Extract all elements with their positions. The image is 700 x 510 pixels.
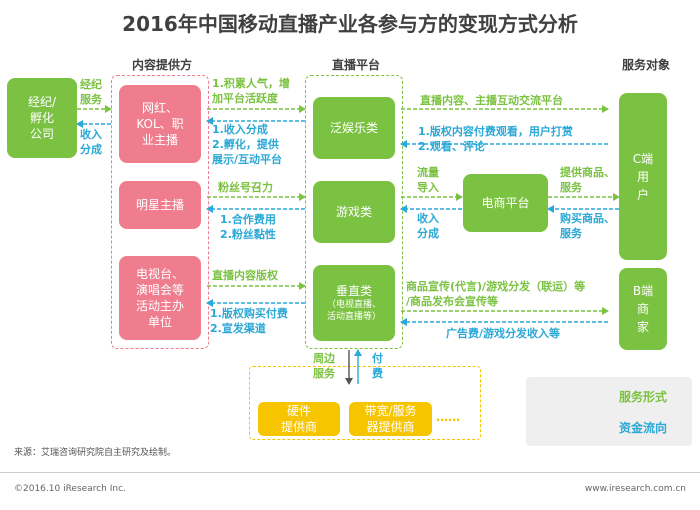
legend-service: 服务形式 <box>619 390 668 404</box>
label-tv-service: 直播内容版权 <box>212 269 278 282</box>
website: www.iresearch.com.cn <box>584 484 686 494</box>
label-influencer-service: 1.积累人气，增 加平台活跃度 <box>212 77 290 105</box>
vertical-node: 垂直类 （电视直播、 活动直播等） <box>313 265 395 341</box>
more-providers-ellipsis: …… <box>436 410 460 424</box>
label-celebrity-money: 1.合作费用 2.粉丝黏性 <box>220 213 276 241</box>
header-content-providers: 内容提供方 <box>131 58 192 72</box>
vertical-node-subtitle: （电视直播、 活动直播等） <box>326 299 381 323</box>
label-c-user-service: 直播内容、主播互动交流平台 <box>420 94 563 107</box>
footer-divider <box>0 472 700 473</box>
label-agency-income: 收入 分成 <box>80 128 102 156</box>
copyright: ©2016.10 iResearch Inc. <box>14 484 126 494</box>
label-traffic-import: 流量 导入 <box>417 166 439 194</box>
legend <box>526 377 692 446</box>
entertainment-node: 泛娱乐类 <box>313 97 395 159</box>
label-ecommerce-money: 购买商品、 服务 <box>560 212 615 240</box>
influencer-node: 网红、 KOL、职 业主播 <box>119 85 201 163</box>
header-service-targets: 服务对象 <box>621 58 670 72</box>
tv-node: 电视台、 演唱会等 活动主办 单位 <box>119 256 201 340</box>
header-platforms: 直播平台 <box>331 58 380 72</box>
label-pay: 付 费 <box>372 352 383 380</box>
bandwidth-provider-node: 带宽/服务 器提供商 <box>349 402 432 436</box>
page-title: 2016年中国移动直播产业各参与方的变现方式分析 <box>122 12 578 36</box>
c-user-node: C端 用 户 <box>619 93 667 260</box>
agency-node: 经纪/ 孵化 公司 <box>7 78 77 158</box>
game-node: 游戏类 <box>313 181 395 243</box>
legend-money: 资金流向 <box>619 421 668 435</box>
supplier-group <box>249 366 481 440</box>
hardware-provider-node: 硬件 提供商 <box>258 402 340 436</box>
label-influencer-money: 1.收入分成 2.孵化，提供 展示/互动平台 <box>212 123 283 166</box>
ecommerce-node: 电商平台 <box>463 174 548 232</box>
source-note: 来源：艾瑞咨询研究院自主研究及绘制。 <box>14 448 177 458</box>
label-b-merchant-service: 商品宣传(代言)/游戏分发（联运）等 /商品发布会宣传等 <box>406 280 586 308</box>
b-merchant-node: B端 商 家 <box>619 268 667 350</box>
label-ecommerce-income: 收入 分成 <box>417 212 439 240</box>
label-agency-service: 经纪 服务 <box>80 78 102 106</box>
label-tv-money: 1.版权购买付费 2.宣发渠道 <box>210 307 288 335</box>
vertical-node-title: 垂直类 <box>335 283 372 298</box>
label-ecommerce-service: 提供商品、 服务 <box>560 166 615 194</box>
label-celebrity-service: 粉丝号召力 <box>218 181 273 194</box>
label-b-merchant-money: 广告费/游戏分发收入等 <box>446 327 561 340</box>
label-c-user-money: 1.版权内容付费观看，用户打赏 2.观看、评论 <box>418 125 573 153</box>
celebrity-node: 明星主播 <box>119 181 201 229</box>
label-peripheral-service: 周边 服务 <box>313 352 335 380</box>
